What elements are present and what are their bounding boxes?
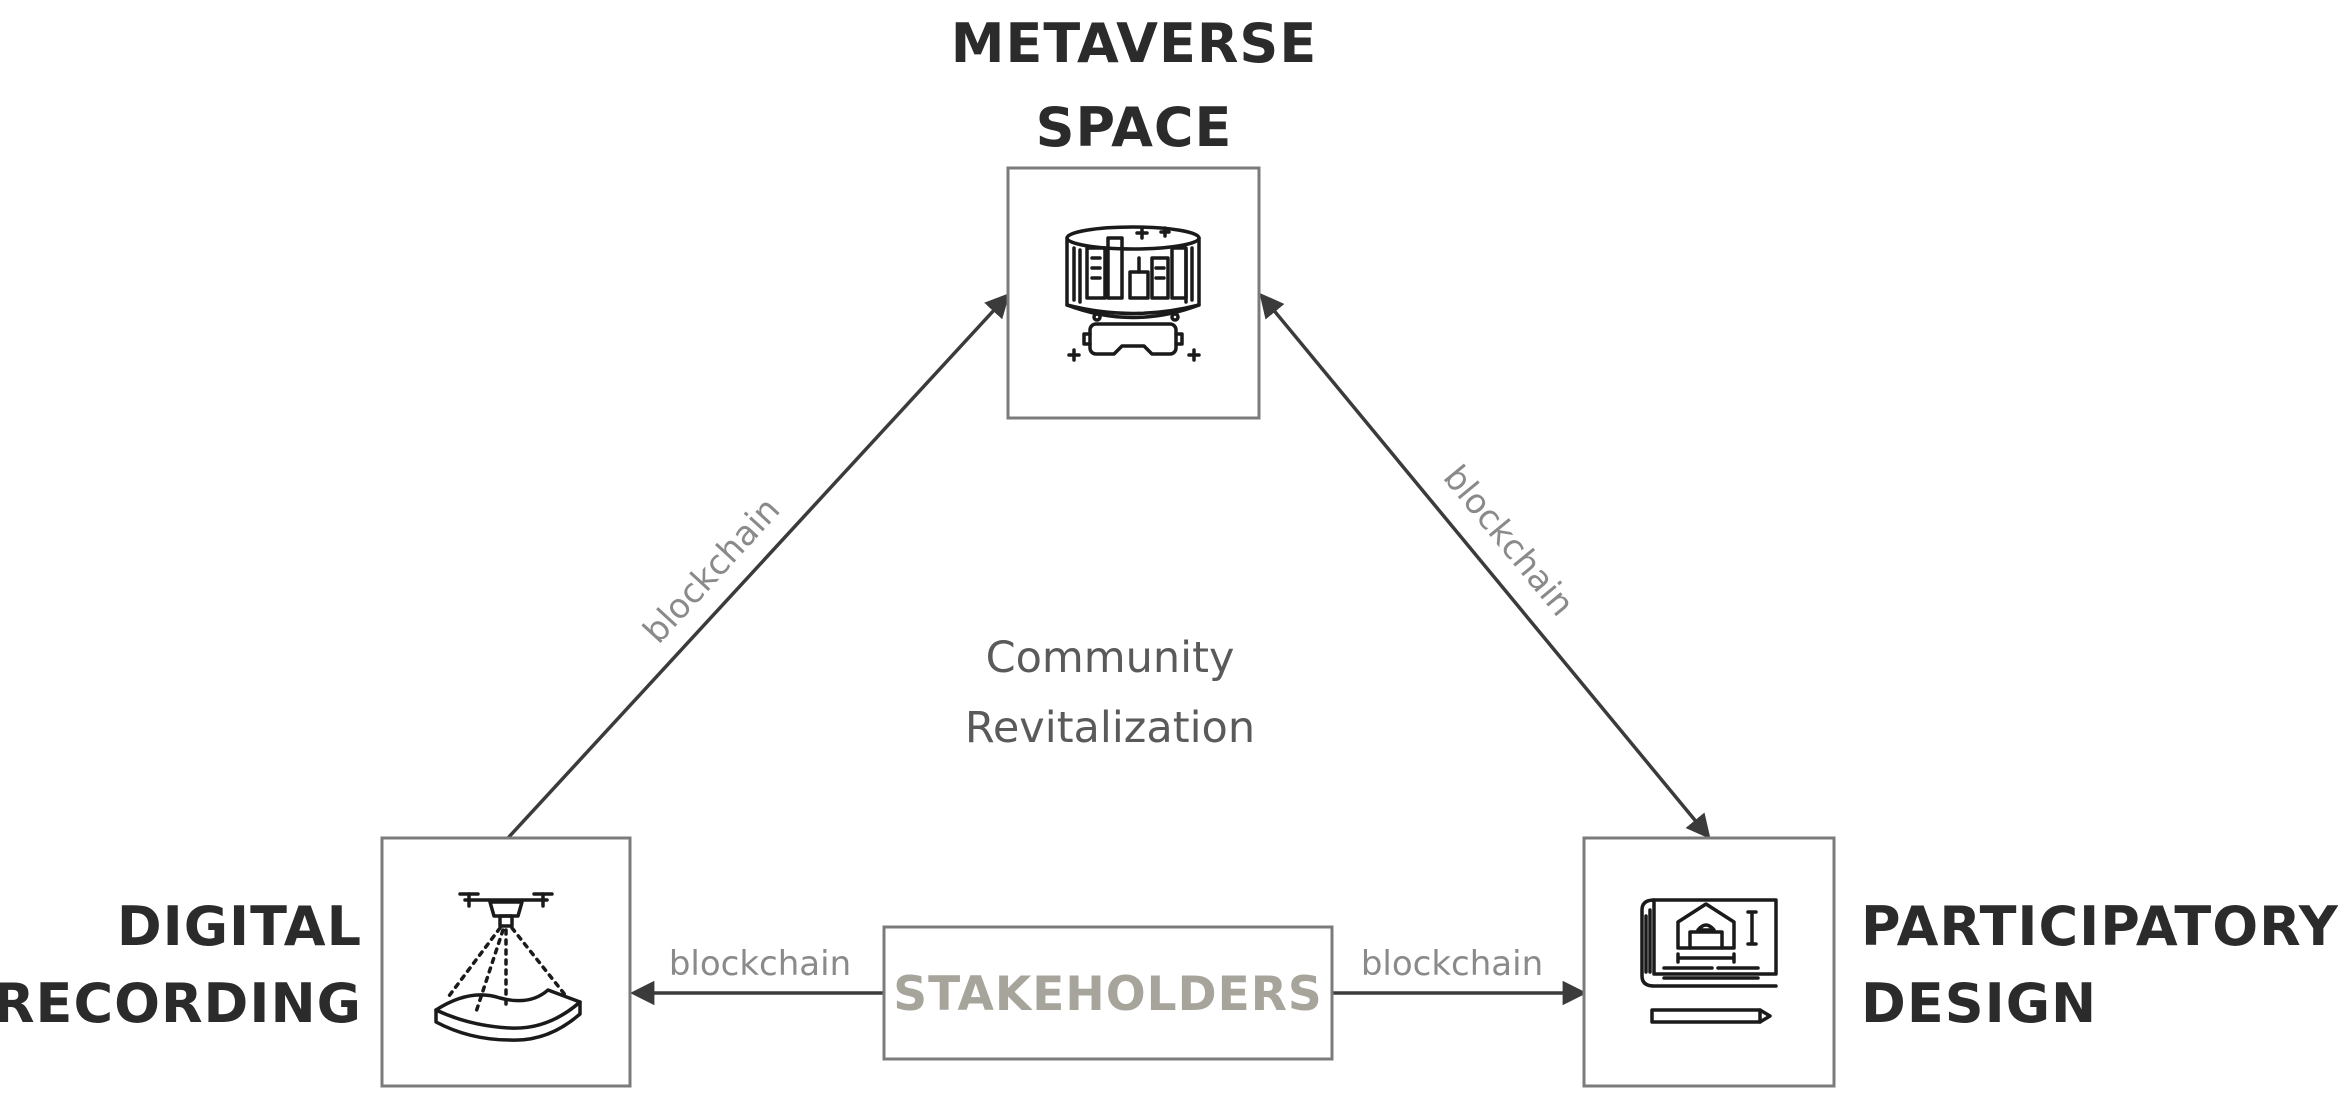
participatory-design-title-line-2: DESIGN [1861,972,2097,1035]
edge-label-bottom-right: blockchain [1361,944,1543,984]
digital-recording-title-line-2: RECORDING [0,972,362,1035]
arrow-recording-to-metaverse [506,292,1010,840]
drone-scan-icon [434,892,582,1042]
metaverse-title-line-2: SPACE [1036,96,1233,159]
vr-city-icon [1065,225,1201,362]
stakeholders-label: STAKEHOLDERS [893,967,1323,1022]
blueprint-icon [1640,898,1778,1024]
edge-label-left-diagonal: blockchain [636,490,789,651]
center-label-line-2: Revitalization [965,703,1255,753]
edge-label-right-diagonal: blockchain [1435,458,1582,624]
metaverse-box [1006,166,1261,420]
participatory-design-title-line-1: PARTICIPATORY [1861,895,2338,958]
stakeholders-box [882,925,1334,1061]
participatory-design-box [1582,836,1836,1088]
arrow-metaverse-design [1259,292,1711,840]
edge-label-bottom-left: blockchain [669,944,851,984]
metaverse-title-line-1: METAVERSE [951,12,1317,75]
digital-recording-node: DIGITAL RECORDING [0,836,632,1088]
digital-recording-title-line-1: DIGITAL [117,895,362,958]
stakeholders-node: STAKEHOLDERS [882,925,1334,1061]
participatory-design-node: PARTICIPATORY DESIGN [1582,836,2338,1088]
center-label-line-1: Community [986,633,1235,683]
metaverse-node: METAVERSE SPACE [951,12,1317,420]
